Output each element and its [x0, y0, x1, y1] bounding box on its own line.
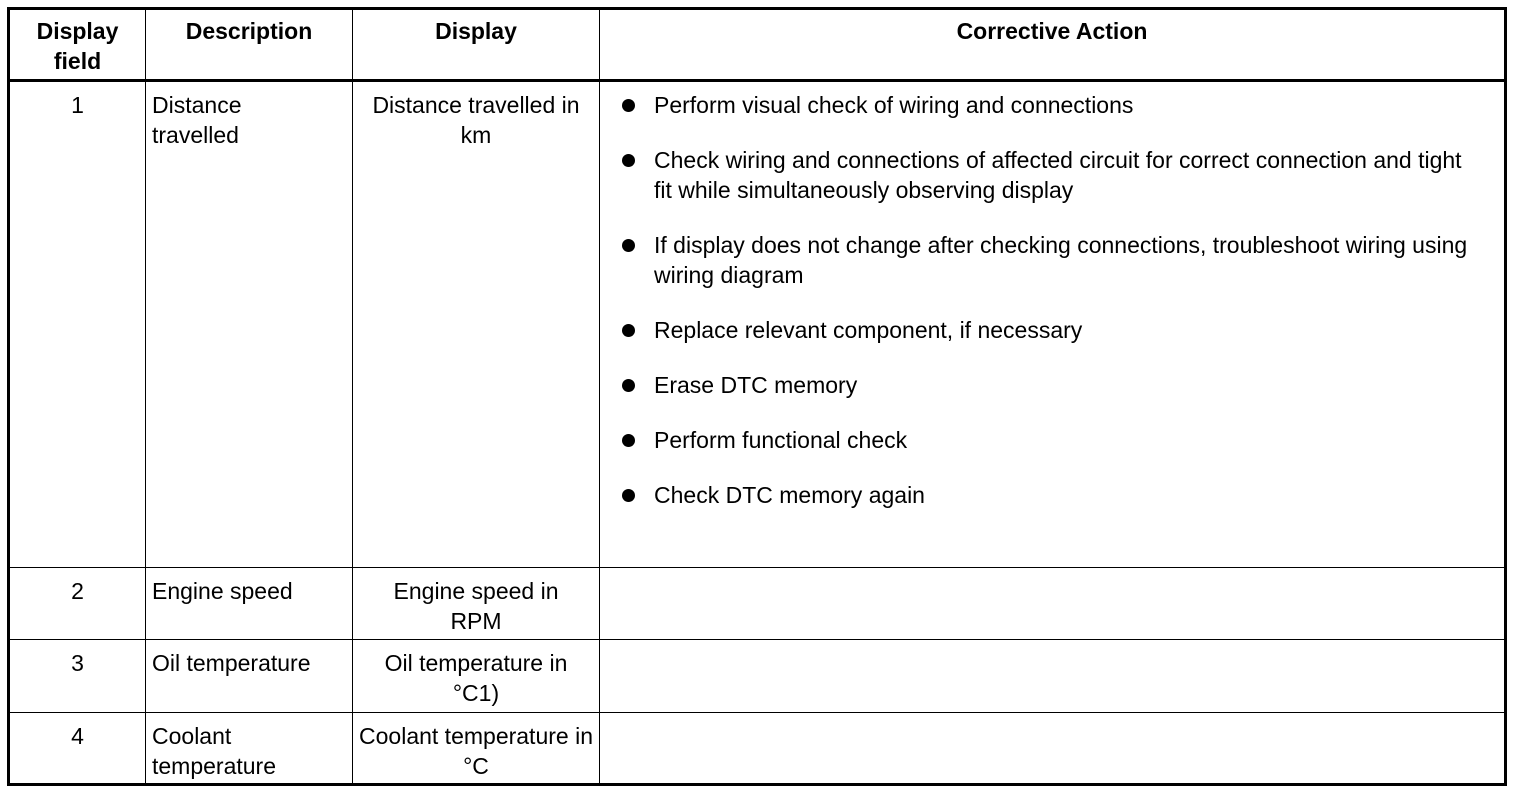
corrective-action-cell: Perform visual check of wiring and conne… [599, 80, 1506, 568]
action-text: Perform functional check [654, 427, 908, 453]
corrective-action-cell [599, 639, 1506, 713]
display-field-cell: 1 [8, 80, 146, 568]
bullet-icon [622, 489, 635, 502]
table-row: 1 Distance travelled Distance travelled … [8, 80, 1506, 568]
action-text: If display does not change after checkin… [654, 232, 1468, 288]
list-item: If display does not change after checkin… [622, 230, 1484, 290]
corrective-action-cell [599, 712, 1506, 785]
header-display-field: Display field [8, 8, 146, 82]
action-text: Check wiring and connections of affected… [654, 147, 1462, 203]
bullet-icon [622, 154, 635, 167]
header-corrective-action: Corrective Action [599, 8, 1506, 82]
table-row: 3 Oil temperature Oil temperature in °C1… [8, 639, 1506, 713]
corrective-action-list: Perform visual check of wiring and conne… [600, 90, 1504, 510]
description-cell: Engine speed [145, 567, 353, 640]
display-field-cell: 4 [8, 712, 146, 785]
action-text: Erase DTC memory [654, 372, 858, 398]
action-text: Perform visual check of wiring and conne… [654, 92, 1134, 118]
bullet-icon [622, 99, 635, 112]
description-cell: Oil temperature [145, 639, 353, 713]
display-cell: Oil temperature in °C1) [352, 639, 600, 713]
bullet-icon [622, 379, 635, 392]
display-cell: Coolant temperature in °C [352, 712, 600, 785]
list-item: Replace relevant component, if necessary [622, 315, 1484, 345]
display-cell: Engine speed in RPM [352, 567, 600, 640]
bullet-icon [622, 434, 635, 447]
action-text: Replace relevant component, if necessary [654, 317, 1083, 343]
header-display-field-label: Display field [36, 18, 119, 74]
display-field-cell: 2 [8, 567, 146, 640]
bullet-icon [622, 239, 635, 252]
description-cell: Coolant temperature [145, 712, 353, 785]
list-item: Check DTC memory again [622, 480, 1484, 510]
bullet-icon [622, 324, 635, 337]
header-display: Display [352, 8, 600, 82]
table-row: 2 Engine speed Engine speed in RPM [8, 567, 1506, 640]
table-row: 4 Coolant temperature Coolant temperatur… [8, 712, 1506, 785]
table-header-row: Display field Description Display Correc… [8, 8, 1506, 82]
list-item: Perform functional check [622, 425, 1484, 455]
list-item: Perform visual check of wiring and conne… [622, 90, 1484, 120]
action-text: Check DTC memory again [654, 482, 925, 508]
list-item: Erase DTC memory [622, 370, 1484, 400]
list-item: Check wiring and connections of affected… [622, 145, 1484, 205]
display-cell: Distance travelled in km [352, 80, 600, 568]
display-field-cell: 3 [8, 639, 146, 713]
corrective-action-table: Display field Description Display Correc… [7, 7, 1507, 786]
corrective-action-cell [599, 567, 1506, 640]
header-description: Description [145, 8, 353, 82]
description-cell: Distance travelled [145, 80, 353, 568]
